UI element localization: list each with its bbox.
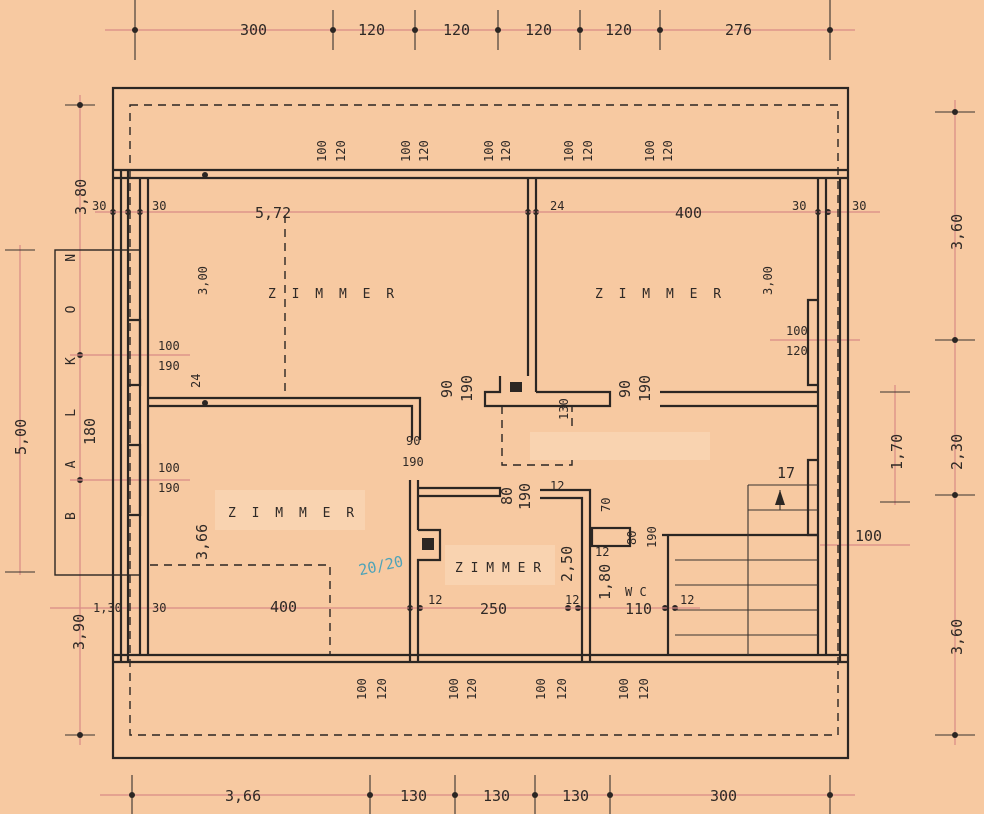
room-balkon: B A L K O N bbox=[64, 236, 79, 520]
dim-30: 30 bbox=[852, 199, 866, 213]
dim-right-2: 2,30 bbox=[948, 434, 966, 470]
dim-left-2: 5,00 bbox=[12, 419, 30, 455]
window-height: 190 bbox=[158, 481, 180, 495]
dim-180: 1,80 bbox=[596, 564, 614, 600]
dim-top-6: 276 bbox=[725, 21, 752, 39]
window-height: 190 bbox=[158, 359, 180, 373]
dim-24: 24 bbox=[189, 374, 203, 388]
room-wc: W C bbox=[625, 585, 647, 599]
room-zimmer-nw: Z I M M E R bbox=[268, 287, 398, 302]
room-zimmer-w: Z I M M E R bbox=[228, 506, 358, 521]
dim-right-1: 3,60 bbox=[948, 214, 966, 250]
dim-12: 12 bbox=[565, 593, 579, 607]
dim-300: 3,00 bbox=[196, 266, 210, 295]
room-zimmer-c: Z I M M E R bbox=[455, 561, 541, 576]
window-width: 100 bbox=[447, 678, 461, 700]
window-height: 120 bbox=[661, 140, 675, 162]
dim-right-3: 3,60 bbox=[948, 619, 966, 655]
dim-balkon-180: 180 bbox=[81, 418, 99, 445]
dim-24: 24 bbox=[550, 199, 564, 213]
dim-250-v: 2,50 bbox=[558, 546, 576, 582]
dimension-labels: 300 120 120 120 120 276 3,66 130 130 130… bbox=[12, 21, 966, 805]
dim-300: 3,00 bbox=[761, 266, 775, 295]
window-width: 100 bbox=[158, 339, 180, 353]
dim-bottom-2: 130 bbox=[400, 787, 427, 805]
dim-190: 190 bbox=[645, 526, 659, 548]
window-height: 120 bbox=[334, 140, 348, 162]
dim-250: 250 bbox=[480, 600, 507, 618]
window-height: 120 bbox=[581, 140, 595, 162]
dim-190: 190 bbox=[516, 483, 534, 510]
window-height: 120 bbox=[637, 678, 651, 700]
dim-110: 110 bbox=[625, 600, 652, 618]
dim-top-5: 120 bbox=[605, 21, 632, 39]
window-height: 120 bbox=[465, 678, 479, 700]
dim-bottom-4: 130 bbox=[562, 787, 589, 805]
window-height: 120 bbox=[499, 140, 513, 162]
dim-top-1: 300 bbox=[240, 21, 267, 39]
dim-bottom-3: 130 bbox=[483, 787, 510, 805]
dim-12: 12 bbox=[595, 545, 609, 559]
window-width: 100 bbox=[399, 140, 413, 162]
dim-130: 130 bbox=[557, 398, 571, 420]
dim-right-4: 1,70 bbox=[888, 434, 906, 470]
dim-400-bottom: 400 bbox=[270, 598, 297, 616]
dim-80: 80 bbox=[498, 487, 516, 505]
dim-30: 30 bbox=[152, 199, 166, 213]
dim-30: 30 bbox=[152, 601, 166, 615]
window-width: 100 bbox=[643, 140, 657, 162]
dim-400-top: 400 bbox=[675, 204, 702, 222]
window-width: 100 bbox=[534, 678, 548, 700]
dim-90: 90 bbox=[616, 380, 634, 398]
dim-30: 30 bbox=[792, 199, 806, 213]
dim-70: 70 bbox=[599, 498, 613, 512]
dim-bottom-1: 3,66 bbox=[225, 787, 261, 805]
dim-bottom-5: 300 bbox=[710, 787, 737, 805]
dim-right-5: 100 bbox=[855, 527, 882, 545]
window-height: 120 bbox=[417, 140, 431, 162]
dim-190: 190 bbox=[636, 375, 654, 402]
window-width: 100 bbox=[786, 324, 808, 338]
chimney-size: 20/20 bbox=[357, 552, 405, 579]
dim-left-3: 3,90 bbox=[70, 614, 88, 650]
dim-80: 80 bbox=[625, 531, 639, 545]
dim-top-4: 120 bbox=[525, 21, 552, 39]
dimension-lines bbox=[5, 0, 975, 814]
dim-top-3: 120 bbox=[443, 21, 470, 39]
dim-left-1: 3,80 bbox=[72, 179, 90, 215]
window-width: 100 bbox=[158, 461, 180, 475]
window-width: 100 bbox=[315, 140, 329, 162]
window-width: 100 bbox=[355, 678, 369, 700]
window-height: 120 bbox=[375, 678, 389, 700]
dim-190: 190 bbox=[402, 455, 424, 469]
window-width: 100 bbox=[617, 678, 631, 700]
window-width: 100 bbox=[482, 140, 496, 162]
dim-572: 5,72 bbox=[255, 204, 291, 222]
window-width: 100 bbox=[562, 140, 576, 162]
dim-12: 12 bbox=[428, 593, 442, 607]
dim-30: 30 bbox=[92, 199, 106, 213]
dim-90: 90 bbox=[438, 380, 456, 398]
dim-190: 190 bbox=[458, 375, 476, 402]
dim-90: 90 bbox=[406, 434, 420, 448]
dim-12: 12 bbox=[550, 479, 564, 493]
room-zimmer-ne: Z I M M E R bbox=[595, 287, 725, 302]
stair-count: 17 bbox=[777, 464, 795, 482]
dim-366: 3,66 bbox=[193, 524, 211, 560]
room-labels: Z I M M E R Z I M M E R Z I M M E R Z I … bbox=[64, 236, 725, 599]
dim-top-2: 120 bbox=[358, 21, 385, 39]
stair-arrow-icon bbox=[775, 490, 785, 505]
dim-130: 1,30 bbox=[93, 601, 122, 615]
window-height: 120 bbox=[786, 344, 808, 358]
window-height: 120 bbox=[555, 678, 569, 700]
dim-12: 12 bbox=[680, 593, 694, 607]
walls bbox=[54, 86, 850, 760]
